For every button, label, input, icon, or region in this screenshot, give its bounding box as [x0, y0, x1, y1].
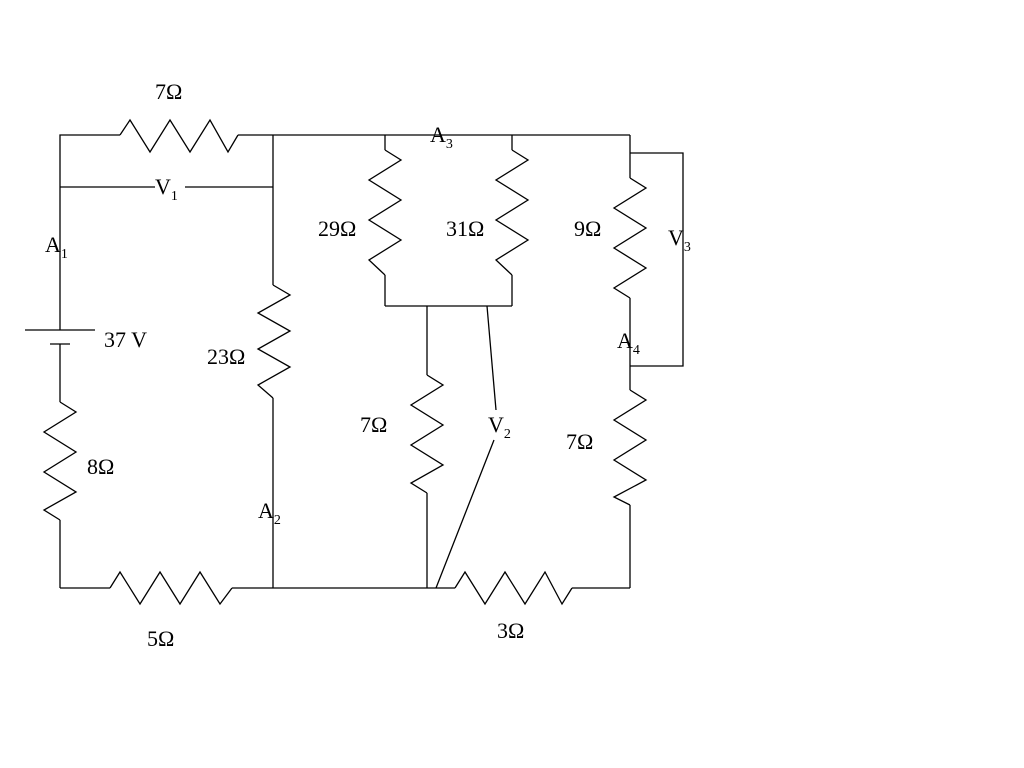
v2-letter: V: [488, 412, 504, 437]
resistor-23: [256, 284, 292, 399]
label-r-23: 23Ω: [207, 344, 245, 369]
wires: [59, 134, 684, 589]
v1-index: 1: [171, 189, 178, 204]
resistor-right-7: [612, 389, 648, 506]
resistor-top-7: [119, 118, 239, 154]
wire-v3-loop: [630, 152, 684, 367]
label-voltmeter-v2: V2: [488, 412, 511, 442]
v1-letter: V: [155, 174, 171, 199]
a3-letter: A: [430, 122, 446, 147]
label-ammeter-a2: A2: [258, 498, 281, 528]
wire-v2-top: [486, 305, 497, 411]
resistor-mid-7: [409, 374, 445, 494]
v3-index: 3: [684, 240, 691, 255]
wire-left-top: [59, 134, 120, 330]
resistor-29: [367, 149, 403, 276]
resistor-3: [454, 570, 573, 606]
a2-index: 2: [274, 513, 281, 528]
label-voltmeter-v1: V1: [155, 174, 178, 204]
a1-letter: A: [45, 232, 61, 257]
label-r-8: 8Ω: [87, 454, 114, 479]
label-ammeter-a4: A4: [617, 328, 640, 358]
label-r-right-7: 7Ω: [566, 429, 593, 454]
a3-index: 3: [446, 137, 453, 152]
a4-index: 4: [633, 343, 640, 358]
battery-symbol: [25, 329, 95, 345]
ammeter-labels: A1 A2 A3 A4: [45, 122, 640, 528]
wire-v2-bottom: [435, 439, 495, 589]
label-voltmeter-v3: V3: [668, 225, 691, 255]
resistor-8: [42, 401, 78, 521]
label-ammeter-a1: A1: [45, 232, 68, 262]
resistor-labels: 7Ω 23Ω 29Ω 31Ω 9Ω 7Ω 7Ω 8Ω 5Ω 3Ω: [87, 79, 601, 651]
label-r-9: 9Ω: [574, 216, 601, 241]
resistor-symbols: [42, 118, 648, 606]
label-r-5: 5Ω: [147, 626, 174, 651]
a4-letter: A: [617, 328, 633, 353]
label-r-mid-7: 7Ω: [360, 412, 387, 437]
label-source-voltage: 37 V: [104, 327, 147, 352]
v2-index: 2: [504, 427, 511, 442]
resistor-31: [494, 149, 530, 276]
resistor-5: [109, 570, 233, 606]
v3-letter: V: [668, 225, 684, 250]
label-r-31: 31Ω: [446, 216, 484, 241]
voltmeter-labels: V1 V2 V3: [155, 174, 691, 442]
label-r-29: 29Ω: [318, 216, 356, 241]
label-r-3: 3Ω: [497, 618, 524, 643]
a1-index: 1: [61, 247, 68, 262]
a2-letter: A: [258, 498, 274, 523]
label-ammeter-a3: A3: [430, 122, 453, 152]
resistor-9: [612, 177, 648, 299]
label-r-top-7: 7Ω: [155, 79, 182, 104]
